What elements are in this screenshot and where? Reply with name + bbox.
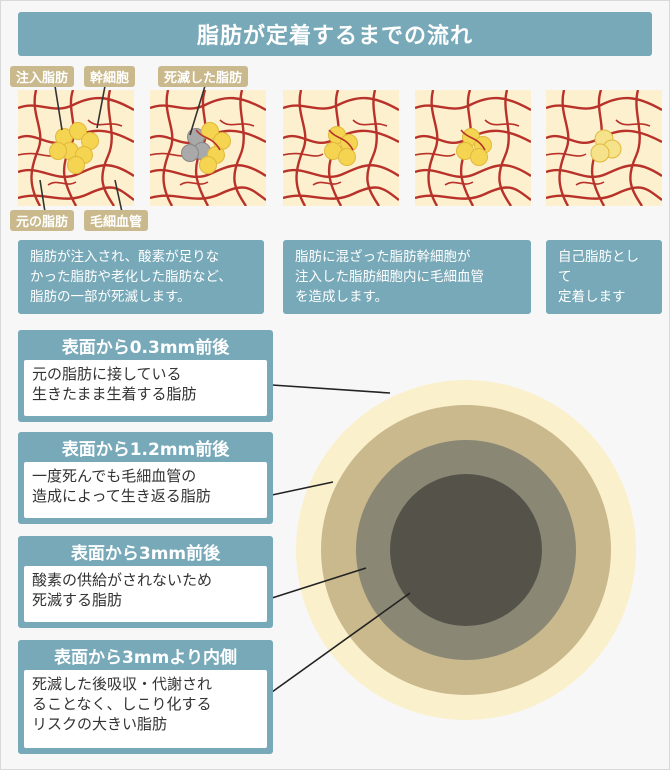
connector-layer-3 (271, 567, 367, 599)
capillary-vessel (415, 152, 456, 157)
new-capillary (328, 129, 354, 151)
fat-cell (590, 143, 610, 163)
capillary-vessel (629, 90, 643, 206)
capillary-vessel (312, 181, 342, 186)
stage-5-illustration (546, 90, 662, 206)
capillary-vessel (366, 90, 380, 206)
stage-1-description: 脂肪が注入され、酸素が足りな かった脂肪や老化した脂肪など、 脂肪の一部が死滅し… (18, 240, 264, 314)
connector-layer-4 (271, 592, 411, 693)
capillary-vessel (546, 186, 662, 201)
capillary-vessel (30, 90, 42, 206)
layer-text: 酸素の供給がされないため 死滅する脂肪 (24, 566, 267, 622)
fat-cell (199, 156, 217, 174)
capillary-vessel (498, 90, 512, 206)
stage-2-illustration (150, 90, 266, 206)
capillary-vessel (233, 90, 247, 206)
connector-layer-1 (271, 384, 391, 394)
stage-2-tile (150, 90, 266, 206)
fat-cell (49, 142, 67, 160)
capillary-vessel (179, 181, 209, 186)
fat-cell (69, 122, 87, 140)
capillary-vessel (283, 152, 324, 157)
capillary-vessel (150, 186, 266, 201)
fat-cell (338, 148, 356, 166)
capillary-vessel (615, 119, 651, 127)
capillary-vessel (283, 186, 399, 201)
capillary-vessel (219, 119, 255, 127)
capillary-vessel (575, 181, 605, 186)
connector-layer-2 (271, 481, 334, 496)
capillary-vessel (444, 181, 474, 186)
capillary-vessel (283, 164, 399, 179)
layer-heading: 表面から3mmより内側 (54, 647, 237, 668)
capillary-vessel (427, 90, 439, 206)
capillary-vessel (101, 90, 115, 206)
stage-3-illustration (283, 90, 399, 206)
capillary-vessel (150, 164, 266, 179)
ring-core (390, 474, 542, 626)
layer-heading: 表面から3mm前後 (70, 543, 221, 564)
tag-injected-fat: 注入脂肪 (10, 66, 75, 87)
stage-1-illustration (18, 90, 134, 206)
capillary-vessel (18, 164, 134, 179)
capillary-vessel (558, 90, 570, 206)
capillary-vessel (546, 164, 662, 179)
layer-box-1-2mm: 表面から1.2mm前後 一度死んでも毛細血管の 造成によって生き返る脂肪 (18, 432, 273, 524)
stage-3-description: 自己脂肪として 定着します (546, 240, 662, 314)
tag-dead-fat: 死滅した脂肪 (158, 66, 249, 87)
fat-cell (470, 148, 488, 166)
layer-heading: 表面から0.3mm前後 (61, 337, 230, 358)
capillary-vessel (546, 152, 587, 157)
layer-box-0-3mm: 表面から0.3mm前後 元の脂肪に接している 生きたまま生着する脂肪 (18, 330, 273, 422)
capillary-vessel (295, 90, 307, 206)
layer-text: 一度死んでも毛細血管の 造成によって生き返る脂肪 (24, 462, 267, 518)
tag-original-fat: 元の脂肪 (10, 210, 75, 231)
new-capillary (460, 129, 486, 151)
capillary-vessel (415, 164, 531, 179)
capillary-vessel (47, 181, 77, 186)
layer-text: 死滅した後吸収・代謝され ることなく、しこり化する リスクの大きい脂肪 (24, 670, 267, 748)
tag-stem-cell: 幹細胞 (84, 66, 136, 87)
layer-box-3mm: 表面から3mm前後 酸素の供給がされないため 死滅する脂肪 (18, 536, 273, 628)
layer-heading: 表面から1.2mm前後 (61, 439, 230, 460)
stage-4-illustration (415, 90, 531, 206)
tag-capillary: 毛細血管 (84, 210, 149, 231)
stage-3-tile (283, 90, 399, 206)
fat-cell (67, 156, 85, 174)
capillary-vessel (484, 119, 520, 127)
capillary-vessel (162, 90, 174, 206)
capillary-vessel (415, 186, 531, 201)
dead-fat-cell (181, 144, 199, 162)
page-title: 脂肪が定着するまでの流れ (18, 12, 652, 56)
stage-4-tile (415, 90, 531, 206)
layer-text: 元の脂肪に接している 生きたまま生着する脂肪 (24, 360, 267, 416)
layer-box-inner: 表面から3mmより内側 死滅した後吸収・代謝され ることなく、しこり化する リス… (18, 640, 273, 754)
stage-2-description: 脂肪に混ざった脂肪幹細胞が 注入した脂肪細胞内に毛細血管 を造成します。 (283, 240, 531, 314)
stage-5-tile (546, 90, 662, 206)
capillary-vessel (352, 119, 388, 127)
